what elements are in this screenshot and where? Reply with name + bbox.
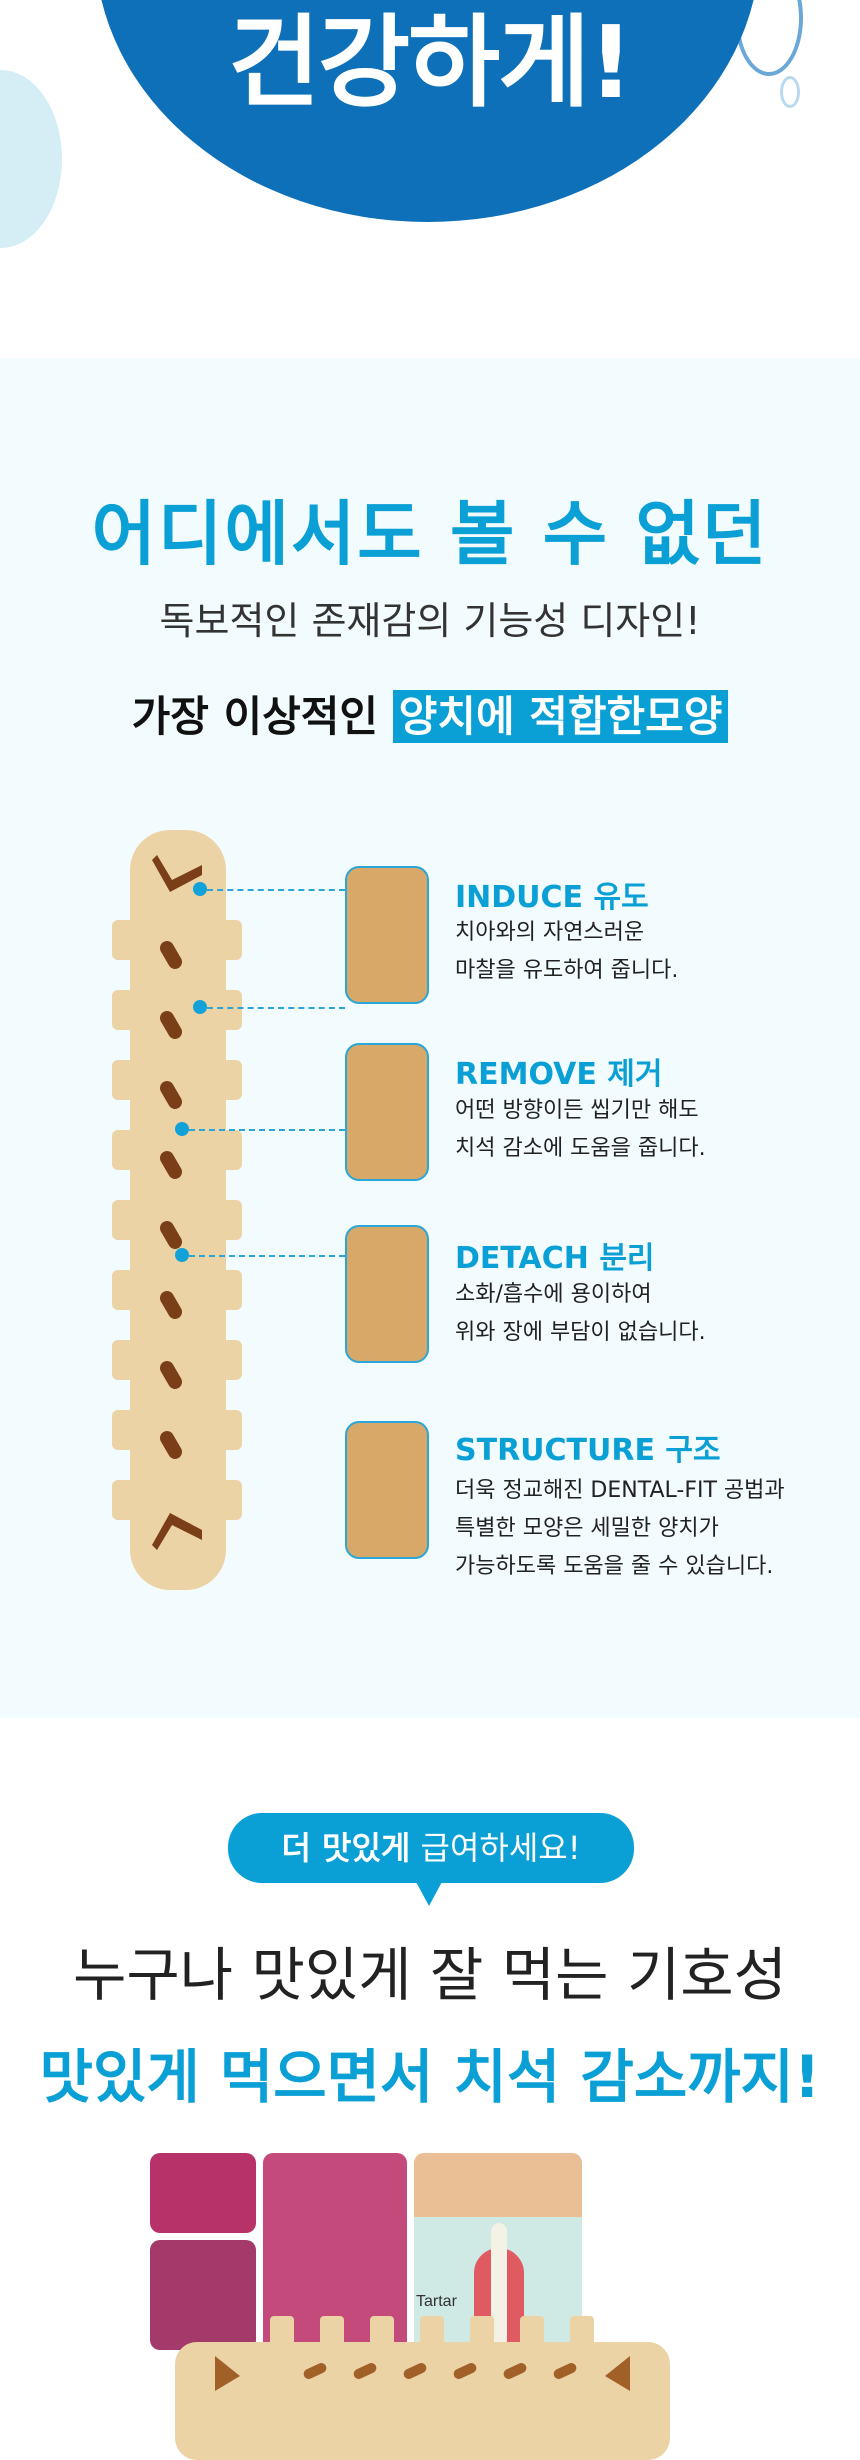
tagline-highlight: 양치에 적합한모양 <box>392 690 729 743</box>
feature-title-remove: REMOVE 제거 <box>455 1057 663 1092</box>
dental-stick-image <box>112 830 242 1590</box>
bubble-bold-text: 더 맛있게 <box>281 1829 411 1867</box>
marker-dot-detach <box>175 1122 189 1136</box>
feature-desc-remove: 어떤 방향이든 씹기만 해도 치석 감소에 도움을 줍니다. <box>455 1098 706 1161</box>
diagram-tooth <box>491 2223 507 2343</box>
decorative-ring-small <box>780 76 800 108</box>
leader-line-detach <box>189 1129 345 1131</box>
design-tagline: 가장 이상적인 양치에 적합한모양 <box>0 683 860 744</box>
marker-dot-induce <box>193 882 207 896</box>
feature-thumbnail-detach <box>345 1225 429 1363</box>
dental-stick-horizontal-image <box>175 2316 670 2460</box>
feature-title-detach: DETACH 분리 <box>455 1241 655 1276</box>
feature-desc-detach: 소화/흡수에 용이하여 위와 장에 부담이 없습니다. <box>455 1282 706 1345</box>
tartar-reduction-line: 맛있게 먹으면서 치석 감소까지! <box>39 2043 821 2111</box>
speech-bubble: 더 맛있게 급여하세요! <box>228 1813 634 1883</box>
palatability-line: 누구나 맛있게 잘 먹는 기호성 <box>72 1941 788 2009</box>
feature-desc-induce: 치아와의 자연스러운 마찰을 유도하여 줍니다. <box>455 920 679 983</box>
tagline-plain: 가장 이상적인 <box>131 692 379 741</box>
marker-dot-structure <box>175 1248 189 1262</box>
marker-dot-remove <box>193 1000 207 1014</box>
dog-chewing-photo-1 <box>150 2153 256 2233</box>
design-heading: 어디에서도 볼 수 없던 <box>91 493 769 575</box>
leader-line-induce <box>207 889 345 891</box>
leader-line-structure <box>189 1255 345 1257</box>
speech-bubble-tail <box>415 1880 443 1906</box>
tartar-label: Tartar <box>416 2293 457 2310</box>
feature-thumbnail-structure <box>345 1421 429 1559</box>
feature-thumbnail-remove <box>345 1043 429 1181</box>
feature-title-structure: STRUCTURE 구조 <box>455 1433 721 1468</box>
dog-chewing-photo-2 <box>150 2240 256 2350</box>
diagram-stick <box>414 2153 582 2217</box>
hero-title: 건강하게! <box>228 4 634 121</box>
bubble-light-text: 급여하세요! <box>420 1829 581 1867</box>
leader-line-remove <box>207 1007 345 1009</box>
feature-thumbnail-induce <box>345 866 429 1004</box>
design-subheading: 독보적인 존재감의 기능성 디자인! <box>159 599 701 643</box>
feature-title-induce: INDUCE 유도 <box>455 880 649 915</box>
feature-desc-structure: 더욱 정교해진 DENTAL-FIT 공법과 특별한 모양은 세밀한 양치가 가… <box>455 1478 785 1579</box>
